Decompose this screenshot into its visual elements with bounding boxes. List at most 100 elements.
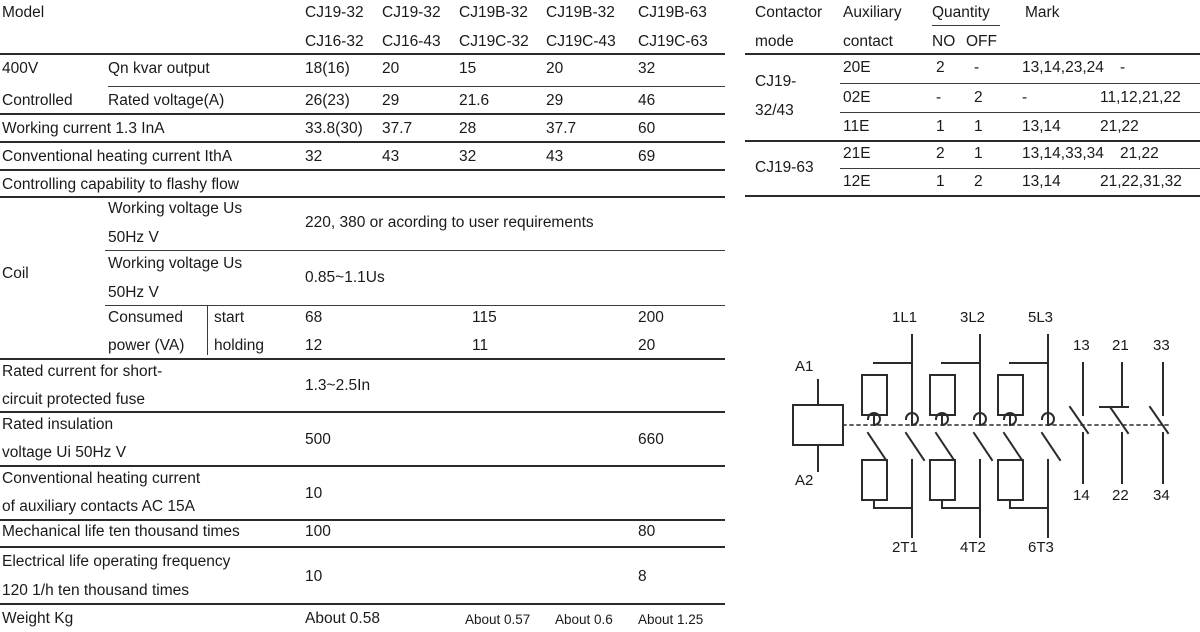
coil-power-holding-2: 11	[472, 337, 489, 354]
spec-row-label-flashy-flow: Controlling capability to flashy flow	[2, 176, 239, 193]
aux-header-off: OFF	[966, 33, 997, 50]
spec-header-model-3-line1: CJ19B-32	[459, 4, 528, 21]
aux-row-2-mark-off: 21,22	[1100, 118, 1139, 135]
diagram-label-4t2: 4T2	[960, 539, 986, 556]
bottom-row-2-label-line2: of auxiliary contacts AC 15A	[2, 498, 195, 515]
diagram-label-13: 13	[1073, 337, 1090, 354]
aux-rule-row-3	[840, 168, 1200, 169]
diagram-label-22: 22	[1112, 487, 1129, 504]
aux-row-1-no: -	[936, 89, 942, 106]
aux-row-4-no: 1	[936, 173, 945, 190]
spec-row-label-heating-current: Conventional heating current IthA	[2, 148, 233, 165]
coil-symbol	[792, 404, 844, 446]
aux-header-quantity: Quantity	[932, 4, 990, 21]
diagram-label-33: 33	[1153, 337, 1170, 354]
spec-rule-header-bottom	[0, 53, 725, 55]
spec-group-label-400v: 400V	[2, 60, 39, 77]
diagram-label-34: 34	[1153, 487, 1170, 504]
coil-row1-label-line1: Working voltage Us	[108, 200, 243, 217]
coil-row2-label-line1: Working voltage Us	[108, 255, 243, 272]
spec-cell-hc-2: 43	[382, 148, 400, 165]
weight-value-1: About 0.58	[305, 610, 380, 627]
spec-cell-qn-3: 15	[459, 60, 477, 77]
aux-rule-table-bottom	[745, 195, 1200, 197]
spec-cell-wc-5: 60	[638, 120, 656, 137]
spec-header-model-2-line1: CJ19-32	[382, 4, 441, 21]
aux-row-2-mark-no: 13,14	[1022, 118, 1061, 135]
weight-value-3: About 0.6	[555, 612, 613, 627]
spec-cell-wc-2: 37.7	[382, 120, 413, 137]
bottom-row-0-label-line2: circuit protected fuse	[2, 391, 146, 408]
bottom-row-2-value-a: 10	[305, 485, 323, 502]
diagram-label-6t3: 6T3	[1028, 539, 1054, 556]
aux-header-contactor-line1: Contactor	[755, 4, 823, 21]
aux-row-0-mark-off: -	[1120, 59, 1126, 76]
spec-header-model-3-line2: CJ19C-32	[459, 33, 529, 50]
aux-row-3-mark-no: 13,14,33,34	[1022, 145, 1104, 162]
weight-value-4: About 1.25	[638, 612, 704, 627]
diagram-label-a1: A1	[795, 358, 814, 375]
spec-cell-qn-1: 18(16)	[305, 60, 350, 77]
aux-row-3-off: 1	[974, 145, 983, 162]
aux-row-1-mark-off: 11,12,21,22	[1100, 89, 1181, 106]
bottom-row-3-value-a: 100	[305, 523, 331, 540]
aux-row-4-contact: 12E	[843, 173, 871, 190]
spec-header-model-5-line2: CJ19C-63	[638, 33, 708, 50]
aux-row-1-off: 2	[974, 89, 983, 106]
spec-rule-row4-bottom	[0, 169, 725, 171]
aux-row-0-off: -	[974, 59, 980, 76]
aux-row-2-contact: 11E	[843, 118, 870, 135]
spec-cell-rv-1: 26(23)	[305, 92, 350, 109]
diagram-label-14: 14	[1073, 487, 1090, 504]
aux-row-0-mark-no: 13,14,23,24	[1022, 59, 1104, 76]
spec-cell-wc-3: 28	[459, 120, 477, 137]
bottom-row-3-label-line1: Mechanical life ten thousand times	[2, 523, 240, 540]
spec-cell-qn-2: 20	[382, 60, 400, 77]
spec-cell-wc-1: 33.8(30)	[305, 120, 363, 137]
diagram-label-3l2: 3L2	[960, 309, 986, 326]
coil-power-holding-label: holding	[214, 337, 264, 354]
spec-group-label-controlled: Controlled	[2, 92, 73, 109]
bottom-row-4-value-b: 8	[638, 568, 647, 585]
aux-row-3-mark-off: 21,22	[1120, 145, 1159, 162]
spec-cell-wc-4: 37.7	[546, 120, 577, 137]
spec-rule-row1-bottom	[108, 86, 725, 87]
aux-row-1-contact: 02E	[843, 89, 871, 106]
aux-header-no: NO	[932, 33, 956, 50]
spec-cell-qn-5: 32	[638, 60, 656, 77]
spec-header-model-5-line1: CJ19B-63	[638, 4, 707, 21]
aux-row-2-no: 1	[936, 118, 945, 135]
spec-cell-hc-4: 43	[546, 148, 564, 165]
aux-row-3-contact: 21E	[843, 145, 871, 162]
spec-cell-hc-3: 32	[459, 148, 477, 165]
bottom-row-4-value-a: 10	[305, 568, 323, 585]
aux-row-1-mark-no: -	[1022, 89, 1028, 106]
aux-row-2-off: 1	[974, 118, 983, 135]
bottom-row-3-value-b: 80	[638, 523, 656, 540]
aux-rule-row-1	[840, 112, 1200, 113]
spec-row-label-working-current: Working current 1.3 InA	[2, 120, 165, 137]
aux-row-4-mark-off: 21,22,31,32	[1100, 173, 1182, 190]
aux-rule-group-0-bottom	[745, 140, 1200, 142]
aux-rule-row-0	[840, 83, 1200, 84]
aux-rule-header-bottom	[745, 53, 1200, 55]
spec-cell-rv-2: 29	[382, 92, 400, 109]
coil-row2-value: 0.85~1.1Us	[305, 269, 385, 286]
diagram-label-2t1: 2T1	[892, 539, 918, 556]
bottom-row-0-value-a: 1.3~2.5In	[305, 377, 371, 394]
aux-header-auxiliary-line2: contact	[843, 33, 893, 50]
diagram-label-a2: A2	[795, 472, 814, 489]
spec-header-model-2-line2: CJ16-43	[382, 33, 441, 50]
spec-rule-row2-bottom	[0, 113, 725, 115]
coil-row2-label-line2: 50Hz V	[108, 284, 159, 301]
coil-row1-label-line2: 50Hz V	[108, 229, 159, 246]
coil-power-start-3: 200	[638, 309, 664, 326]
coil-power-start-1: 68	[305, 309, 323, 326]
aux-header-contactor-line2: mode	[755, 33, 794, 50]
coil-section-label: Coil	[2, 265, 29, 282]
coil-power-divider	[207, 305, 208, 355]
aux-group-0-mode-line2: 32/43	[755, 102, 794, 119]
spec-cell-rv-4: 29	[546, 92, 564, 109]
bottom-row-1-label-line1: Rated insulation	[2, 416, 114, 433]
aux-row-4-mark-no: 13,14	[1022, 173, 1061, 190]
